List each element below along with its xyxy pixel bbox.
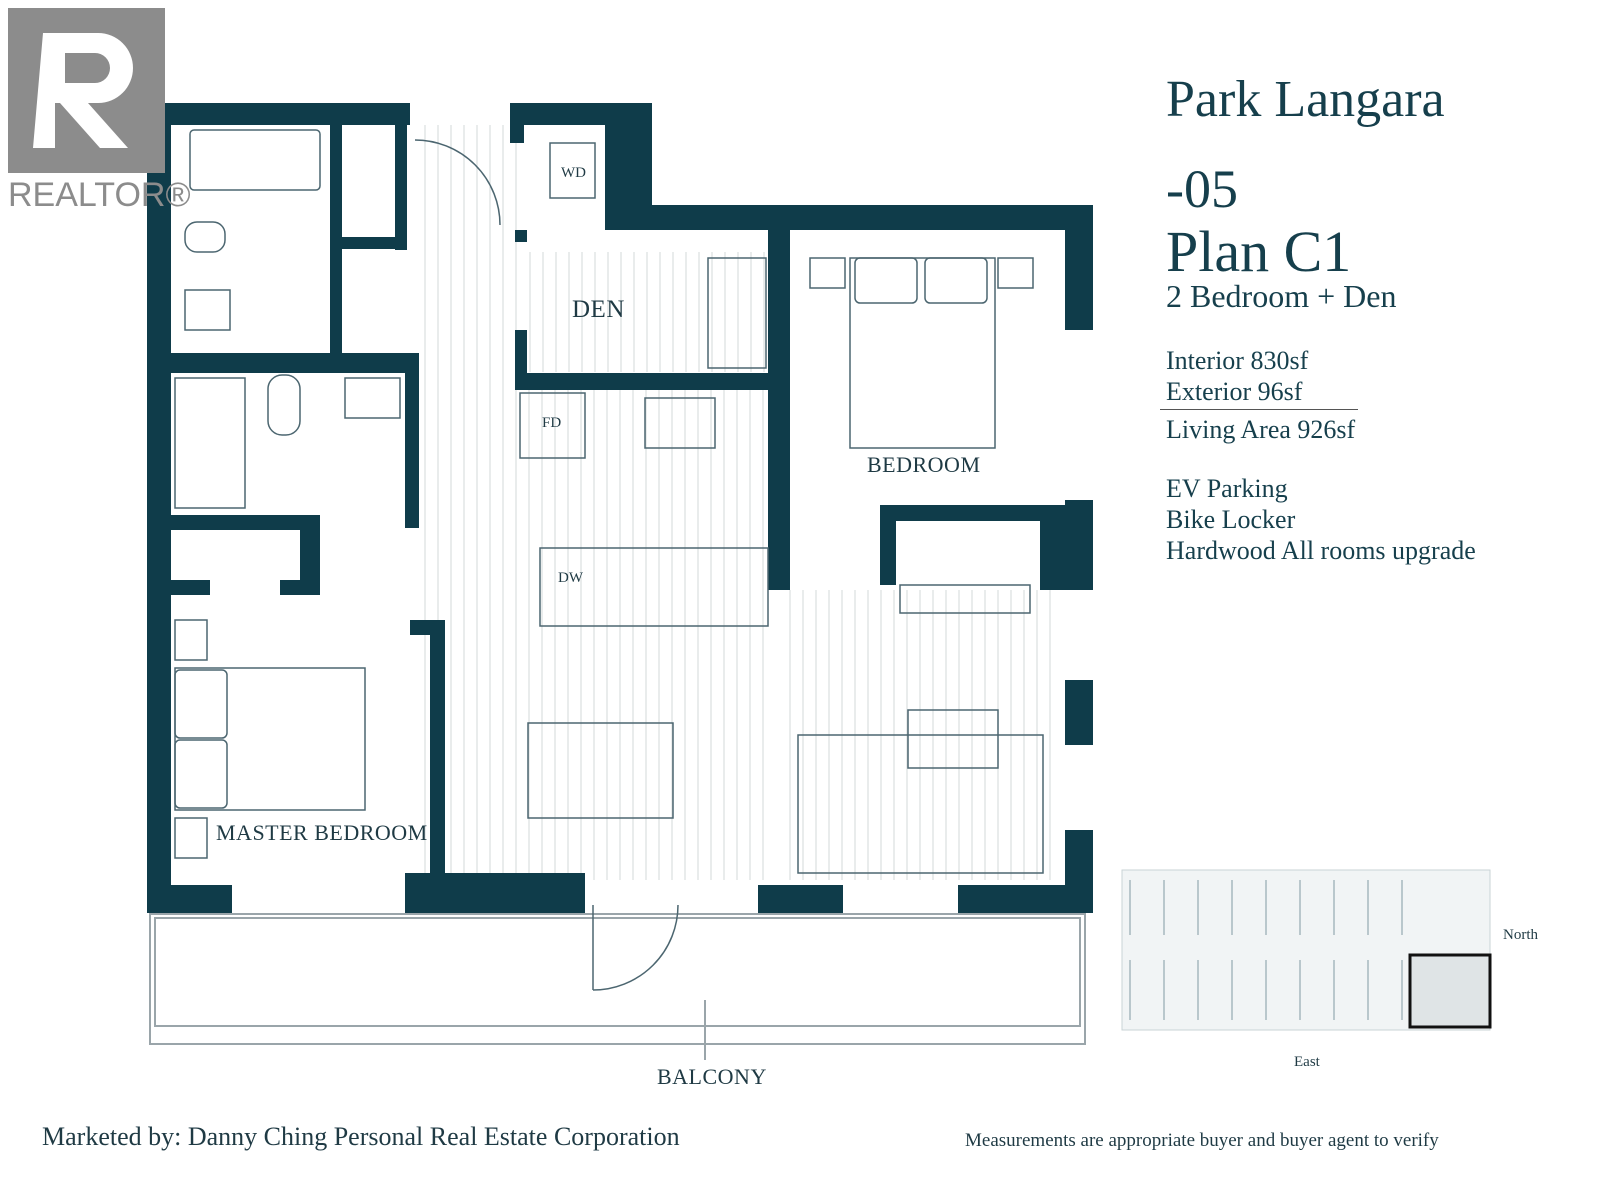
key-plan [1121, 869, 1492, 1031]
balcony [149, 913, 1086, 1060]
exterior-area: Exterior 96sf [1166, 377, 1303, 406]
room-label-balcony: BALCONY [657, 1064, 767, 1089]
fridge [519, 392, 586, 459]
key-plan-unit-highlight [1408, 953, 1492, 1029]
dining-table [527, 722, 674, 819]
area-divider [1160, 409, 1358, 410]
feature-item: Bike Locker [1166, 505, 1296, 534]
key-plan-east-label: East [1294, 1054, 1320, 1070]
sofa [797, 734, 1044, 874]
walls [147, 103, 1093, 913]
den-desk [707, 257, 767, 369]
fixtures [174, 129, 1044, 991]
appliance-label-dw: DW [558, 570, 583, 586]
marketed-by: Marketed by: Danny Ching Personal Real E… [42, 1122, 680, 1151]
cooktop [644, 397, 716, 449]
realtor-logo-text: REALTOR® [8, 176, 191, 214]
feature-item: Hardwood All rooms upgrade [1166, 536, 1476, 565]
toilet-1 [184, 221, 226, 253]
washer-dryer [549, 142, 596, 199]
coffee-table [907, 709, 999, 769]
appliance-label-wd: WD [561, 165, 586, 181]
room-label-master-bedroom: MASTER BEDROOM [216, 820, 428, 845]
interior-area: Interior 830sf [1166, 346, 1309, 375]
living-area: Living Area 926sf [1166, 415, 1356, 444]
sink-2 [344, 377, 401, 419]
tv-console [899, 584, 1031, 614]
unit-type: 2 Bedroom + Den [1166, 278, 1397, 314]
room-label-bedroom: BEDROOM [867, 452, 981, 477]
feature-item: EV Parking [1166, 474, 1288, 503]
realtor-logo: REALTOR® [8, 8, 191, 217]
master-bed [174, 667, 366, 811]
balcony-door-swing [592, 904, 679, 991]
bathtub-1 [189, 129, 321, 191]
bed-queen [849, 257, 996, 449]
unit-number: -05 [1166, 159, 1238, 219]
disclaimer: Measurements are appropriate buyer and b… [965, 1130, 1439, 1151]
toilet-2 [267, 374, 301, 436]
floor-hardwood [424, 125, 1051, 880]
project-name: Park Langara [1166, 71, 1445, 128]
appliance-label-fd: FD [542, 415, 562, 431]
plan-name: Plan C1 [1166, 219, 1352, 284]
kitchen-island [539, 547, 769, 627]
key-plan-north-label: North [1503, 927, 1538, 943]
bathtub-2 [174, 377, 246, 509]
sink-1 [184, 289, 231, 331]
entry-door-swing [414, 139, 501, 226]
room-label-den: DEN [572, 296, 625, 323]
